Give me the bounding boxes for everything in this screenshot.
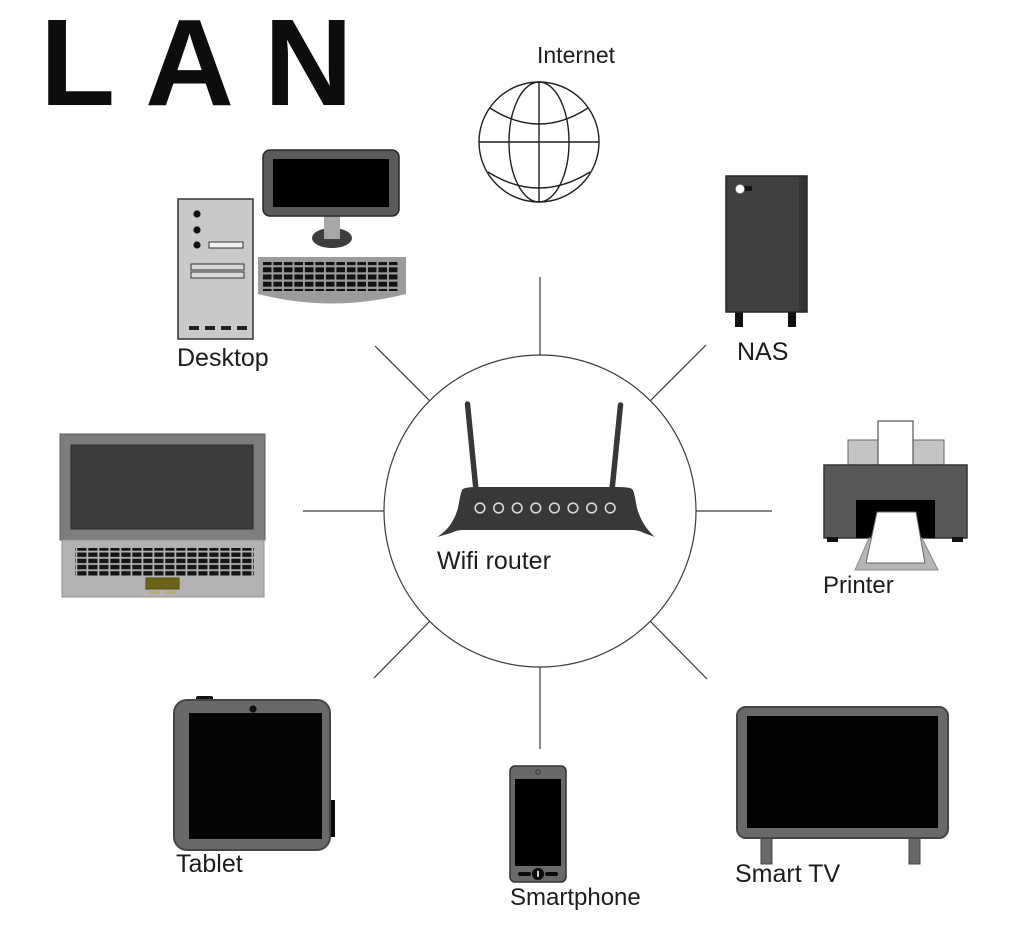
laptop-touchpad bbox=[145, 577, 180, 590]
desktop-monitor bbox=[262, 149, 400, 248]
tablet-icon bbox=[173, 696, 335, 851]
printer-paper-output bbox=[865, 511, 926, 564]
label-internet: Internet bbox=[537, 42, 615, 68]
desktop-tower bbox=[177, 198, 254, 340]
router-antenna-left bbox=[464, 401, 479, 493]
nas-icon bbox=[725, 175, 808, 327]
smartphone-camera bbox=[535, 769, 541, 775]
label-wifi-router: Wifi router bbox=[437, 547, 551, 575]
label-desktop: Desktop bbox=[177, 344, 269, 372]
label-printer: Printer bbox=[823, 572, 894, 599]
globe-icon bbox=[478, 81, 600, 203]
connection-smart-tv bbox=[649, 620, 708, 680]
wifi-router-icon bbox=[437, 401, 655, 537]
router-antenna-right bbox=[609, 402, 624, 493]
tablet-camera bbox=[249, 705, 257, 713]
connection-desktop bbox=[374, 345, 431, 402]
nas-power-switch bbox=[743, 186, 752, 191]
page-title: LAN bbox=[40, 0, 383, 132]
connection-tablet bbox=[373, 620, 431, 679]
connection-lines bbox=[303, 277, 772, 749]
laptop-keyboard bbox=[75, 548, 254, 577]
label-smart-tv: Smart TV bbox=[735, 860, 841, 888]
smartphone-icon bbox=[509, 765, 567, 883]
desktop-icon bbox=[177, 149, 406, 340]
label-smartphone: Smartphone bbox=[510, 884, 641, 911]
router-leds bbox=[474, 502, 616, 514]
laptop-icon bbox=[59, 433, 266, 598]
printer-paper-input bbox=[877, 420, 914, 468]
label-tablet: Tablet bbox=[176, 850, 243, 878]
connection-nas bbox=[649, 344, 707, 402]
label-nas: NAS bbox=[737, 338, 789, 366]
smart-tv-icon bbox=[736, 706, 949, 865]
nas-power-led bbox=[735, 184, 745, 194]
router-body bbox=[437, 487, 655, 537]
printer-icon bbox=[823, 420, 968, 571]
desktop-keyboard bbox=[258, 257, 406, 304]
